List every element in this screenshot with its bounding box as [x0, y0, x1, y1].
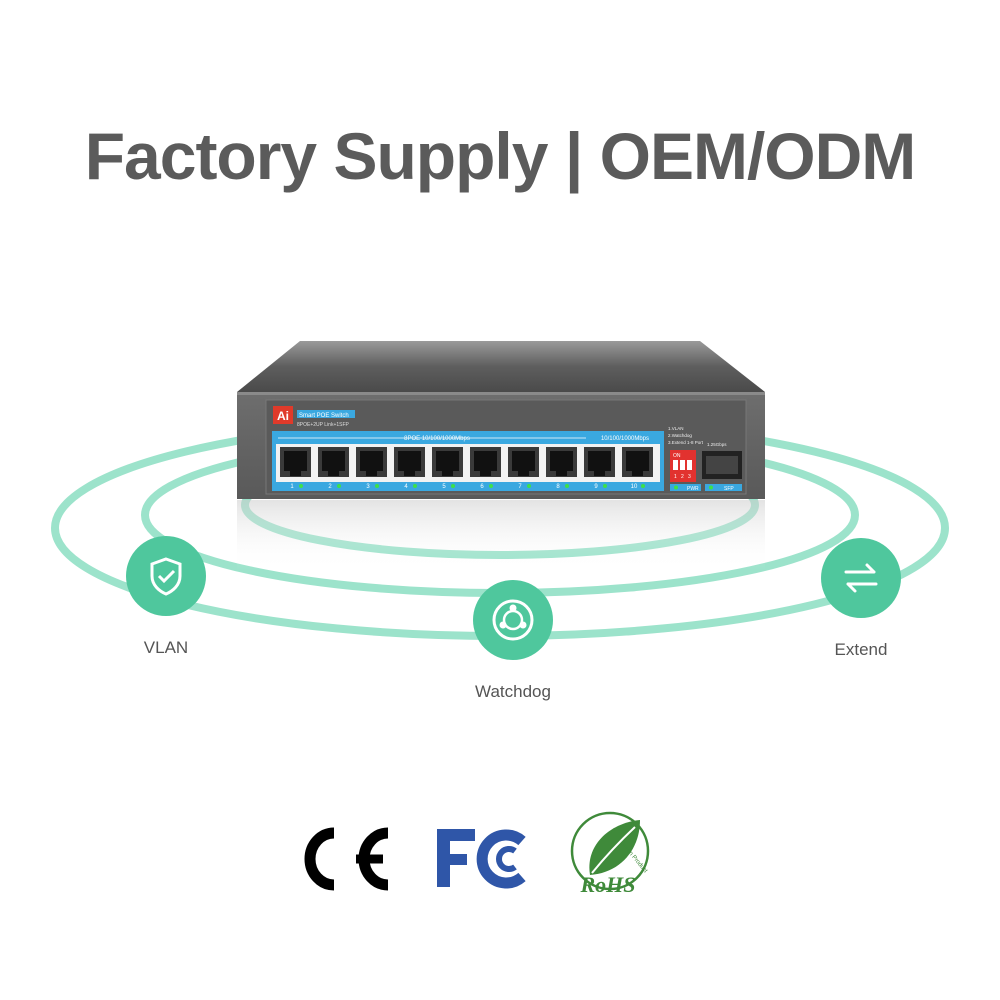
port-number-1: 1 — [290, 484, 294, 490]
port-number-9: 9 — [594, 484, 598, 490]
model-sub: 8POE+2UP Link+1SFP — [297, 422, 350, 428]
ethernet-port-1[interactable] — [280, 447, 311, 477]
port-number-8: 8 — [556, 484, 560, 490]
rohs-mark-icon: Green Product RoHS — [570, 811, 650, 897]
shield-check-icon — [126, 536, 206, 616]
port-led-8 — [565, 484, 569, 488]
model-name: Smart POE Switch — [299, 413, 349, 419]
svg-text:Ai: Ai — [277, 409, 289, 423]
ethernet-port-8[interactable] — [546, 447, 577, 477]
feature-extend-label: Extend — [834, 640, 888, 659]
port-number-7: 7 — [518, 484, 522, 490]
ethernet-port-9[interactable] — [584, 447, 615, 477]
dip-legend-2: 2.Watchdog — [668, 433, 692, 438]
ethernet-port-5[interactable] — [432, 447, 463, 477]
feature-vlan-label: VLAN — [143, 638, 189, 657]
ce-mark-icon — [304, 827, 389, 891]
port-led-9 — [603, 484, 607, 488]
ethernet-port-3[interactable] — [356, 447, 387, 477]
svg-text:ON: ON — [673, 453, 681, 459]
port-led-1 — [299, 484, 303, 488]
svg-text:RoHS: RoHS — [579, 872, 635, 897]
ethernet-port-4[interactable] — [394, 447, 425, 477]
svg-text:1: 1 — [674, 474, 677, 480]
group-poe-label: 8POE 10/100/1000Mbps — [404, 436, 470, 442]
svg-text:3: 3 — [688, 474, 691, 480]
feature-watchdog-label: Watchdog — [475, 682, 551, 701]
svg-text:2: 2 — [681, 474, 684, 480]
group-uplink-label: 10/100/1000Mbps — [601, 436, 649, 442]
feature-extend: Extend — [781, 538, 941, 660]
port-led-6 — [489, 484, 493, 488]
device-top — [237, 341, 765, 392]
port-led-5 — [451, 484, 455, 488]
feature-vlan: VLAN — [86, 536, 246, 658]
watchdog-icon — [473, 580, 553, 660]
pwr-label: PWR — [687, 486, 699, 492]
fcc-mark-icon — [437, 829, 526, 889]
sfp-speed: 1.25Gbps — [707, 442, 727, 447]
ethernet-port-10[interactable] — [622, 447, 653, 477]
port-led-4 — [413, 484, 417, 488]
port-number-2: 2 — [328, 484, 332, 490]
feature-watchdog: Watchdog — [433, 580, 593, 702]
port-number-6: 6 — [480, 484, 484, 490]
device-reflection — [237, 500, 765, 570]
sfp-label: SFP — [724, 486, 734, 492]
port-led-2 — [337, 484, 341, 488]
dip-legend-1: 1.VLAN — [668, 426, 684, 431]
page-title: Factory Supply | OEM/ODM — [84, 119, 917, 193]
sfp-port[interactable] — [702, 451, 742, 479]
dip-legend-3: 3.Extend 1-8 Port — [668, 440, 704, 445]
dip-switch[interactable]: ON 1 2 3 — [670, 450, 696, 482]
port-number-5: 5 — [442, 484, 446, 490]
brand-logo: Ai — [273, 406, 293, 424]
port-led-3 — [375, 484, 379, 488]
port-led-10 — [641, 484, 645, 488]
ethernet-port-2[interactable] — [318, 447, 349, 477]
port-number-3: 3 — [366, 484, 370, 490]
port-number-4: 4 — [404, 484, 408, 490]
port-number-10: 10 — [631, 484, 638, 490]
port-group: 1 2 3 4 5 6 7 8 9 10 — [280, 447, 653, 490]
ethernet-port-7[interactable] — [508, 447, 539, 477]
swap-arrows-icon — [821, 538, 901, 618]
certification-row: Green Product RoHS — [0, 805, 1000, 910]
ethernet-port-6[interactable] — [470, 447, 501, 477]
port-led-7 — [527, 484, 531, 488]
product-scene: Ai Smart POE Switch 8POE+2UP Link+1SFP 8… — [51, 341, 949, 640]
